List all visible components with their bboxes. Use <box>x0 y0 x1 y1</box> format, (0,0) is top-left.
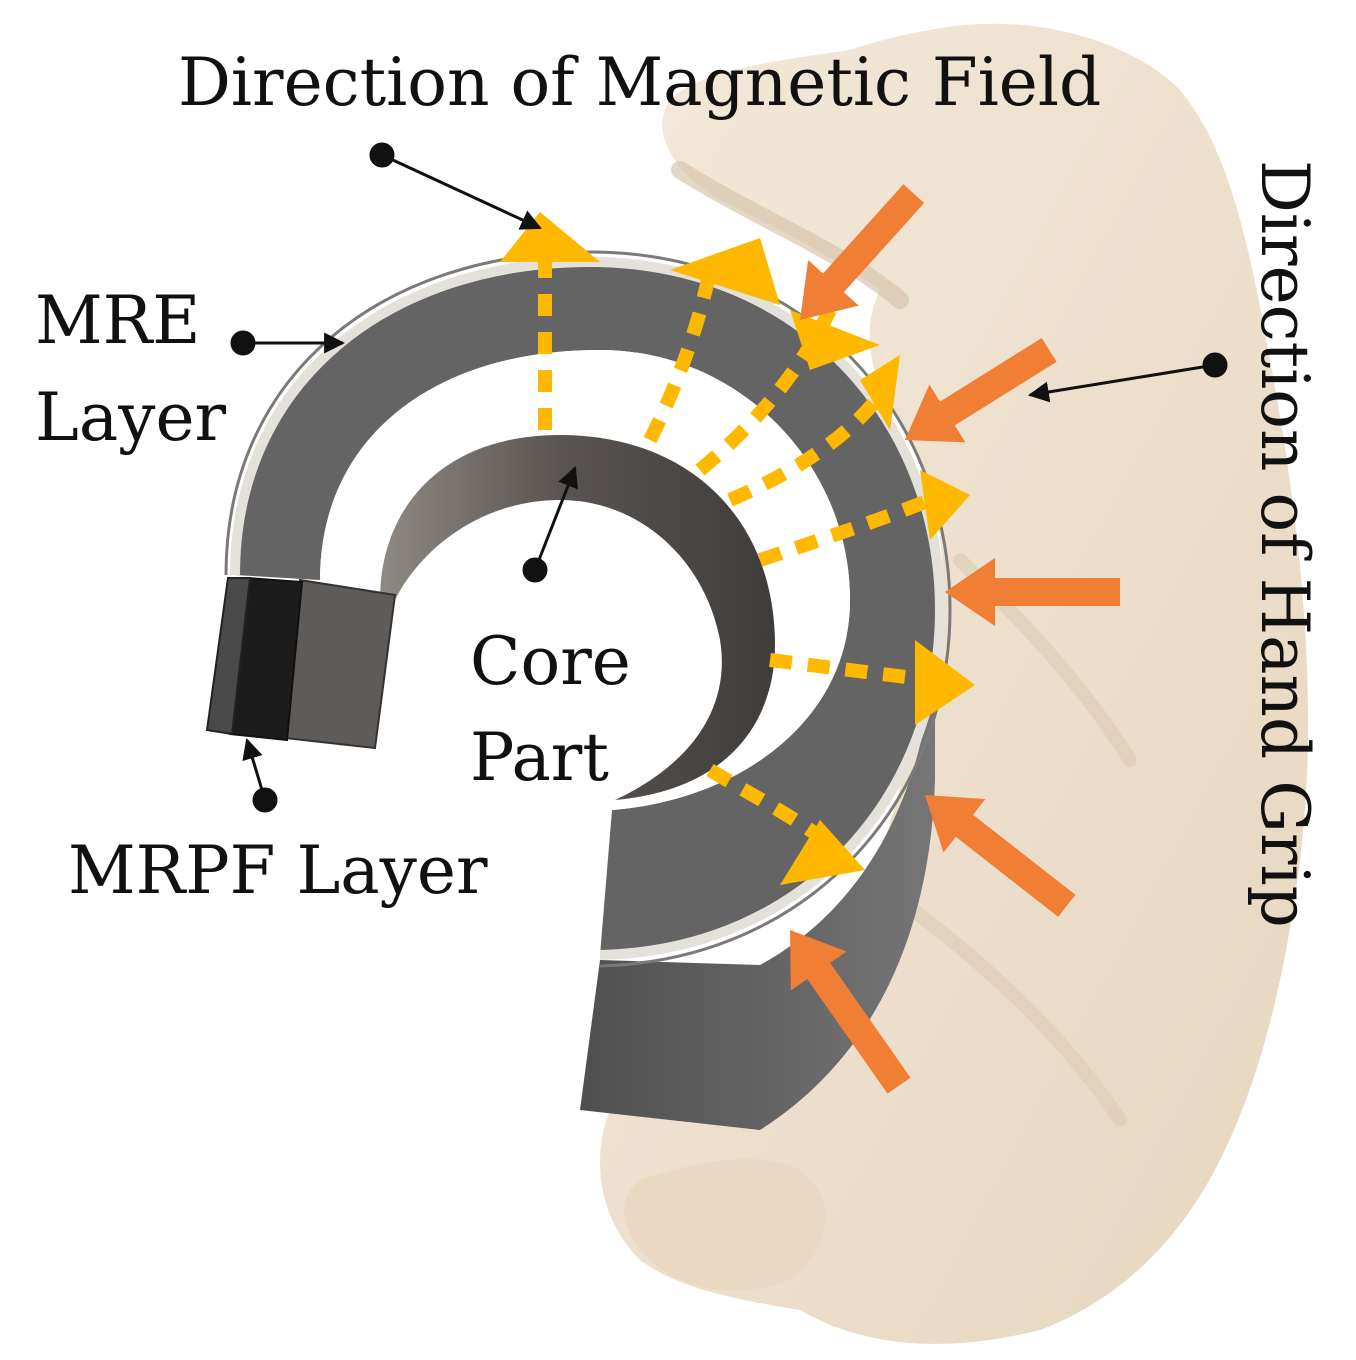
label-core-line1: Core <box>470 623 631 700</box>
dot-hand-grip <box>1202 352 1228 378</box>
hand-finger-crease-1 <box>671 161 909 309</box>
field-arrowhead-5 <box>920 470 970 540</box>
leader-hand-grip <box>1027 363 1216 403</box>
label-hand-grip: Direction of Hand Grip <box>1246 160 1323 928</box>
field-line-6 <box>769 653 931 687</box>
grip-arrow-5 <box>790 930 911 1094</box>
magnetic-field-arrowheads <box>500 212 975 885</box>
label-core-line2: Part <box>470 719 609 796</box>
dot-mrpf-layer <box>252 787 278 813</box>
mrpf-layer-block-edge <box>205 577 252 736</box>
grip-arrow-2 <box>905 338 1057 443</box>
leader-lines <box>230 142 1228 813</box>
grip-arrow-3 <box>945 558 1120 626</box>
hand-grip-arrows <box>790 184 1120 1094</box>
leader-magnetic-field <box>381 153 542 230</box>
field-arrowhead-6 <box>915 640 975 725</box>
ring-inner-cavity <box>320 350 850 810</box>
field-arrowhead-7 <box>780 820 865 885</box>
grip-arrow-1 <box>800 184 925 320</box>
core-part <box>380 435 775 800</box>
field-arrowhead-4 <box>860 355 900 430</box>
label-magnetic-field: Direction of Magnetic Field <box>178 44 1101 121</box>
dot-magnetic-field <box>369 142 395 168</box>
label-mre-line1: MRE <box>35 282 200 359</box>
field-arrowhead-3 <box>790 310 880 370</box>
leader-core-part <box>533 466 578 571</box>
field-line-5 <box>757 493 933 567</box>
hand-finger-crease-3 <box>893 893 1127 1127</box>
ring-top-face <box>235 262 940 955</box>
mrpf-layer-block-light <box>283 578 397 750</box>
dot-core-part <box>522 557 548 583</box>
grip-arrow-4 <box>925 795 1076 917</box>
label-mre-line2: Layer <box>35 379 227 456</box>
field-line-2 <box>643 268 717 444</box>
field-arrowhead-2 <box>670 238 780 305</box>
label-mrpf-layer: MRPF Layer <box>68 832 488 909</box>
field-arrowhead-1 <box>500 212 600 262</box>
hand-thumb-lower <box>623 1159 826 1291</box>
dot-mre-layer <box>230 330 256 356</box>
